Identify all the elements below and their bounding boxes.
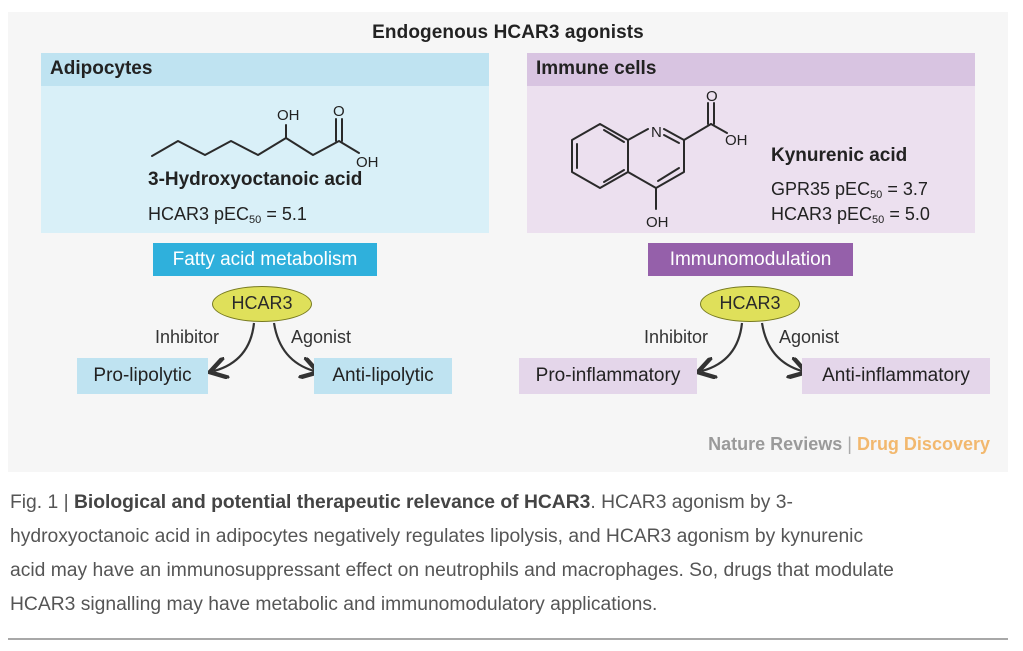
potency-receptor: HCAR3 [771,204,833,224]
carbonyl-o-label: O [333,103,345,120]
inhibitor-label: Inhibitor [644,327,709,347]
carbon-chain [151,137,360,157]
credit-subjournal: Drug Discovery [856,434,990,454]
carbonyl-o-label: O [706,88,718,105]
adipocytes-panel: Adipocytes OH O OH 3-Hydroxyoctanoic aci… [41,53,489,233]
potency-subscript: 50 [872,214,885,226]
immune-cells-panel: Immune cells N [527,53,975,233]
potency-hcar3: HCAR3 pEC50 = 5.0 [771,204,930,226]
compound-name: Kynurenic acid [771,145,908,166]
hcar3-receptor: HCAR3 [700,286,800,322]
anti-lipolytic-box: Anti-lipolytic [314,358,452,394]
inhibitor-arrow [702,322,744,371]
potency-metric: pEC [835,179,871,199]
pyridine-ring [627,128,649,141]
potency-value: = 5.1 [266,204,307,224]
immune-cells-header-label: Immune cells [536,58,657,79]
agonist-label: Agonist [779,327,840,347]
potency-receptor: GPR35 [771,179,831,199]
compound-name: 3-Hydroxyoctanoic acid [148,169,363,190]
credit-separator: | [847,434,852,454]
agonist-arrow [272,322,314,371]
hydroxyl-label: OH [277,107,300,124]
figure-caption: Fig. 1 | Biological and potential therap… [10,486,1010,622]
figure-title: Endogenous HCAR3 agonists [372,22,644,43]
potency-metric: pEC [214,204,250,224]
caption-line-2: hydroxyoctanoic acid in adipocytes negat… [10,526,864,547]
3-hydroxyoctanoic-acid-structure: OH O OH [151,103,379,171]
agonist-label: Agonist [291,327,352,347]
ring-n-label: N [651,124,662,141]
figure-credit: Nature Reviews | Drug Discovery [708,434,990,455]
anti-inflammatory-box: Anti-inflammatory [802,358,990,394]
potency-subscript: 50 [249,214,262,226]
potency-gpr35: GPR35 pEC50 = 3.7 [771,179,928,201]
potency-metric: pEC [837,204,873,224]
adipocytes-header: Adipocytes [41,53,489,86]
potency-subscript: 50 [870,189,883,201]
hcar3-receptor: HCAR3 [212,286,312,322]
caption-line-4: HCAR3 signalling may have metabolic and … [10,594,658,615]
figure-panel: Endogenous HCAR3 agonists Adipocytes OH … [8,12,1008,472]
caption-fig-label: Fig. 1 | [10,492,74,513]
caption-divider [8,638,1008,640]
potency-value: = 5.0 [889,204,930,224]
branch-arrows [676,322,836,387]
branch-arrows [188,322,348,387]
caption-line-3: acid may have an immunosuppressant effec… [10,560,894,581]
immunomodulation-tag: Immunomodulation [648,243,853,276]
immune-cells-header: Immune cells [527,53,975,86]
pro-inflammatory-box: Pro-inflammatory [519,358,697,394]
potency-value: = 3.7 [887,179,928,199]
agonist-arrow [760,322,802,371]
adipocytes-header-label: Adipocytes [50,58,153,79]
caption-line-1: Fig. 1 | Biological and potential therap… [10,486,1010,520]
potency-receptor: HCAR3 [148,204,210,224]
hydroxyl-label: OH [646,214,669,231]
pro-lipolytic-box: Pro-lipolytic [77,358,208,394]
fatty-acid-metabolism-tag: Fatty acid metabolism [153,243,377,276]
inhibitor-arrow [214,322,256,371]
acid-oh-label: OH [725,132,748,149]
credit-journal: Nature Reviews [708,434,843,454]
acid-oh-label: OH [356,154,379,171]
benzene-ring [571,123,629,189]
inhibitor-label: Inhibitor [155,327,220,347]
caption-title: Biological and potential therapeutic rel… [73,492,591,513]
potency-hcar3: HCAR3 pEC50 = 5.1 [148,204,307,226]
kynurenic-acid-structure: N O OH OH [571,88,748,231]
caption-line-1-rest: . HCAR3 agonism by 3- [590,492,793,513]
